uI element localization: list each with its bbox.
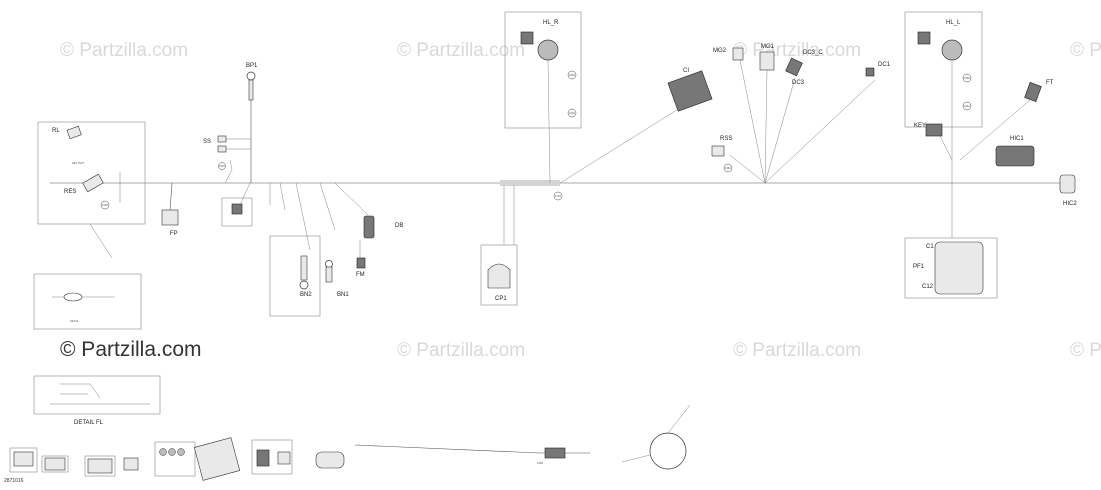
label-mg1: MG1 bbox=[761, 44, 775, 50]
watermark-main: © Partzilla.com bbox=[60, 338, 202, 361]
hl-r-connector-icon bbox=[520, 31, 534, 45]
label-db: DB bbox=[395, 223, 403, 229]
bn2-terminal-icon bbox=[300, 255, 308, 281]
ft-connector-icon bbox=[1024, 82, 1042, 102]
svg-text:1019: 1019 bbox=[555, 194, 561, 198]
db-fm-branch: DB FM bbox=[334, 182, 403, 278]
label-pf1: PF1 bbox=[913, 264, 925, 270]
watermark: © Partzilla.com bbox=[60, 40, 188, 61]
label-c1: C1 bbox=[926, 244, 934, 250]
dc3-connector-icon bbox=[785, 57, 803, 77]
cp1-connector-icon bbox=[487, 263, 511, 289]
label-bn2: BN2 bbox=[300, 292, 312, 298]
hic2-connector-icon bbox=[1059, 174, 1076, 194]
detail-box-rl-res: RL RES REF TEXT bbox=[37, 121, 146, 259]
label-key: KEY bbox=[914, 123, 926, 129]
svg-text:DETAIL: DETAIL bbox=[70, 319, 79, 323]
svg-text:1022: 1022 bbox=[219, 164, 225, 168]
watermark: © Partzilla.com bbox=[733, 340, 861, 361]
pf1-connector-icon bbox=[934, 241, 984, 295]
right-branches: FT KEY HIC1 HIC2 bbox=[914, 80, 1077, 207]
fm-connector-icon bbox=[363, 215, 375, 239]
center-left-box bbox=[221, 182, 336, 251]
hl-r-box: HL_R bbox=[504, 11, 582, 201]
svg-text:1065: 1065 bbox=[569, 73, 575, 77]
bn1-terminal-icon bbox=[325, 266, 333, 283]
fp-branch: FP bbox=[161, 182, 179, 237]
watermark-layer: © Partzilla.com © Partzilla.com © Partzi… bbox=[60, 40, 1101, 361]
svg-text:REF TEXT: REF TEXT bbox=[72, 161, 85, 165]
bp1-ss-branch: BP1 SS bbox=[203, 63, 258, 184]
label-bp1: BP1 bbox=[246, 63, 258, 69]
label-bn1: BN1 bbox=[337, 292, 349, 298]
watermark: © Partzilla.com bbox=[397, 340, 525, 361]
mg-dc-branches: MG2 MG1 DC3_C DC3 DC1 RSS bbox=[711, 44, 891, 184]
watermark: © Partzilla.com bbox=[1070, 40, 1101, 61]
fp-connector-icon bbox=[161, 209, 179, 226]
label-hic2: HIC2 bbox=[1063, 201, 1077, 207]
hl-l-box: HL_L bbox=[904, 11, 983, 183]
cp1-box: CP1 bbox=[480, 185, 518, 306]
res-connector-icon bbox=[82, 173, 104, 193]
label-cp1: CP1 bbox=[495, 296, 507, 302]
bn1-branch: BN1 bbox=[325, 260, 349, 298]
detail-fl-box: DETAIL FL bbox=[33, 375, 161, 426]
label-fp: FP bbox=[170, 231, 178, 237]
label-dc1: DC1 bbox=[878, 62, 891, 68]
label-rss: RSS bbox=[720, 136, 732, 142]
label-ci: CI bbox=[683, 68, 689, 74]
bubble-labels: 1018 1022 1065 1066 1062 1066 1062 1019 … bbox=[102, 73, 970, 465]
rl-connector-icon bbox=[66, 125, 82, 140]
svg-text:1062: 1062 bbox=[964, 104, 970, 108]
document-id: 2871016 bbox=[4, 478, 24, 484]
watermark: © Partzilla.com bbox=[733, 40, 861, 61]
label-mg2: MG2 bbox=[713, 48, 727, 54]
label-hic1: HIC1 bbox=[1010, 136, 1024, 142]
watermark: © Partzilla.com bbox=[1070, 340, 1101, 361]
rss-connector-icon bbox=[711, 145, 725, 157]
watermark: © Partzilla.com bbox=[397, 40, 525, 61]
label-hl-r: HL_R bbox=[543, 20, 559, 26]
label-c12: C12 bbox=[922, 284, 934, 290]
label-fm: FM bbox=[356, 272, 365, 278]
label-dc3: DC3 bbox=[792, 80, 805, 86]
svg-text:1066: 1066 bbox=[569, 111, 575, 115]
pf1-box: PF1 C1 C12 bbox=[904, 183, 998, 299]
ci-connector-icon bbox=[667, 70, 713, 112]
svg-text:1018: 1018 bbox=[102, 203, 108, 207]
mg1-connector-icon bbox=[759, 51, 775, 71]
mg2-connector-icon bbox=[732, 47, 744, 61]
svg-text:1062: 1062 bbox=[725, 166, 731, 170]
label-hl-l: HL_L bbox=[946, 20, 961, 26]
key-connector-icon bbox=[925, 123, 943, 137]
detail-box-splice: DETAIL bbox=[33, 273, 142, 330]
main-trunk bbox=[50, 180, 1060, 186]
label-ss: SS bbox=[203, 139, 211, 145]
bn2-box: BN2 bbox=[269, 235, 321, 317]
label-ft: FT bbox=[1046, 80, 1054, 86]
bottom-connector-details bbox=[9, 404, 691, 481]
ci-branch: CI bbox=[559, 68, 713, 184]
hic1-connector-icon bbox=[995, 145, 1035, 167]
label-rl: RL bbox=[52, 128, 60, 134]
label-dc3-c: DC3_C bbox=[803, 50, 823, 56]
hl-l-connector-icon bbox=[917, 31, 931, 45]
label-res: RES bbox=[64, 189, 76, 195]
svg-text:1066: 1066 bbox=[964, 76, 970, 80]
label-detail-fl: DETAIL FL bbox=[74, 420, 104, 426]
svg-text:1068: 1068 bbox=[537, 461, 543, 465]
